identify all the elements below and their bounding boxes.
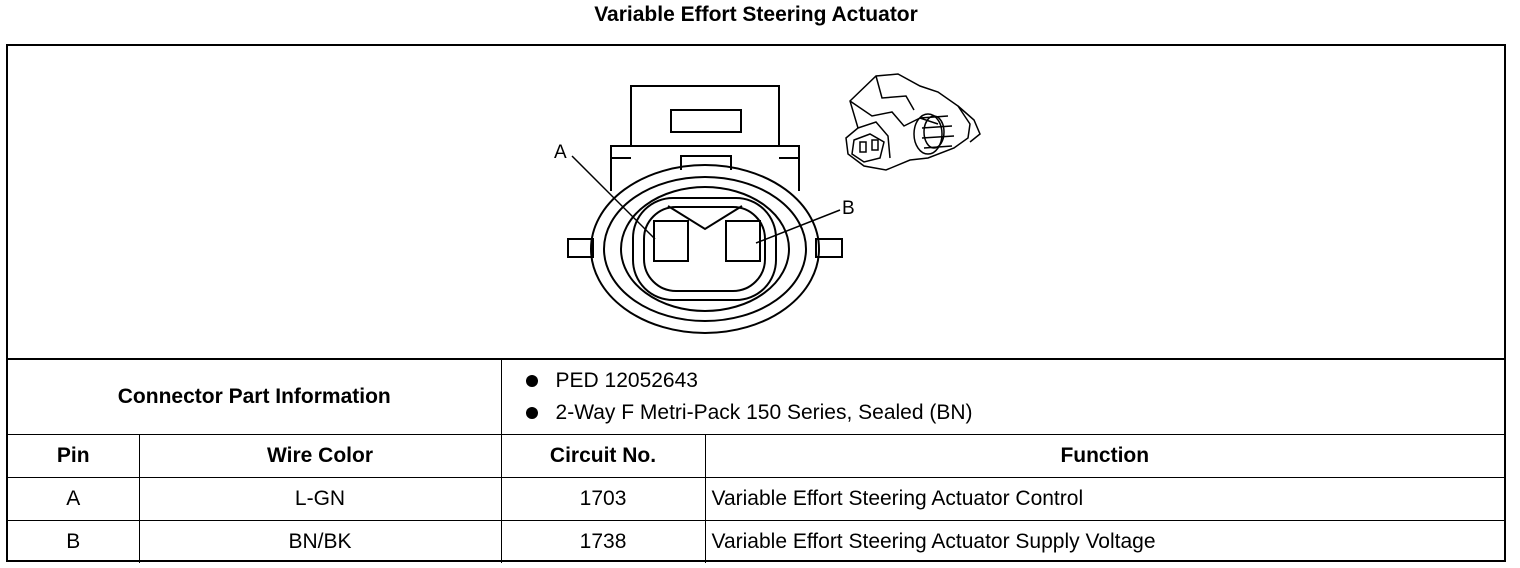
bullet-icon xyxy=(525,375,538,387)
connector-info-item: PED 12052643 xyxy=(555,369,698,392)
table-row: A L-GN 1703 Variable Effort Steering Act… xyxy=(8,477,1505,521)
pin-a-label: A xyxy=(554,142,567,163)
cell-function: Variable Effort Steering Actuator Contro… xyxy=(704,477,1505,521)
header-pin: Pin xyxy=(8,434,140,478)
connector-info-list: PED 12052643 2-Way F Metri-Pack 150 Seri… xyxy=(500,358,1505,435)
list-item: 2-Way F Metri-Pack 150 Series, Sealed (B… xyxy=(522,397,1505,429)
table-row: B BN/BK 1738 Variable Effort Steering Ac… xyxy=(8,520,1505,563)
cell-pin: B xyxy=(8,520,140,563)
header-function: Function xyxy=(704,434,1505,478)
bullet-icon xyxy=(525,407,538,419)
list-item: PED 12052643 xyxy=(522,365,1505,397)
cell-circuit-no: 1738 xyxy=(500,520,706,563)
connector-diagram: A B xyxy=(8,46,1504,358)
connector-info-item: 2-Way F Metri-Pack 150 Series, Sealed (B… xyxy=(555,401,973,424)
cell-wire-color: L-GN xyxy=(138,477,502,521)
pin-b-label: B xyxy=(842,198,855,219)
connector-info-label: Connector Part Information xyxy=(8,358,502,435)
connector-frame: A B Connecto xyxy=(6,44,1506,563)
connector-info-row: Connector Part Information PED 12052643 … xyxy=(8,358,1505,435)
page-title: Variable Effort Steering Actuator xyxy=(594,3,918,26)
pinout-table: Connector Part Information PED 12052643 … xyxy=(8,358,1505,563)
cell-wire-color: BN/BK xyxy=(138,520,502,563)
table-header-row: Pin Wire Color Circuit No. Function xyxy=(8,434,1505,478)
header-circuit-no: Circuit No. xyxy=(500,434,706,478)
cell-pin: A xyxy=(8,477,140,521)
cell-function: Variable Effort Steering Actuator Supply… xyxy=(704,520,1505,563)
header-wire-color: Wire Color xyxy=(138,434,502,478)
cell-circuit-no: 1703 xyxy=(500,477,706,521)
connector-face-drawing: A B xyxy=(554,73,981,334)
